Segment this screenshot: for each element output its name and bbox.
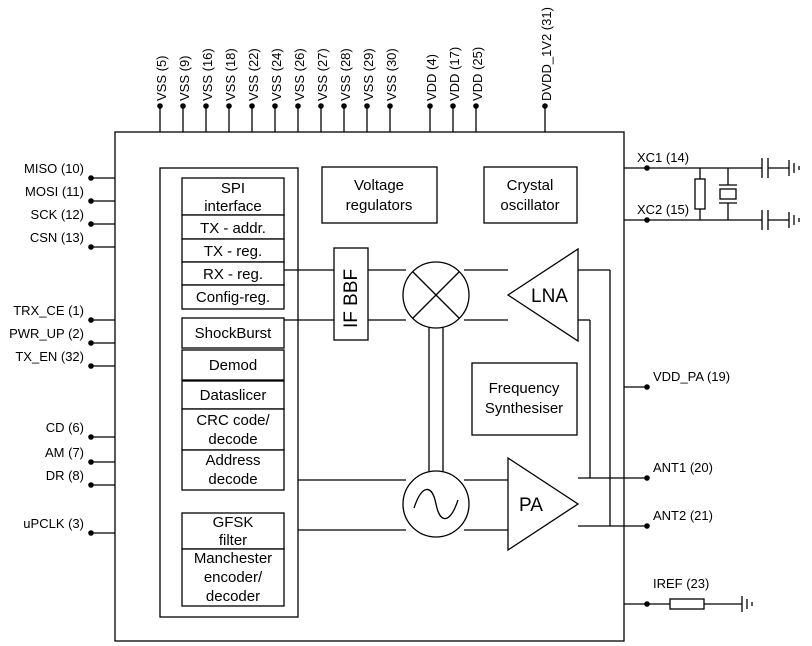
tx-addr-block: TX - addr. (181, 214, 285, 240)
signal-wiring (284, 269, 624, 531)
pin-label-vss-18: VSS (18) (223, 48, 238, 101)
pin-label-vdd-25: VDD (25) (470, 47, 485, 101)
pin-label-vss-9: VSS (9) (177, 55, 192, 101)
pin-label-ant1: ANT1 (20) (653, 460, 713, 475)
pin-label-am: AM (7) (45, 445, 84, 460)
pin-label-vdd-pa: VDD_PA (19) (653, 369, 730, 384)
spi-interface-block: SPI interface (181, 177, 285, 216)
frequency-synthesiser-label-1: Frequency (489, 380, 560, 397)
gfsk-filter-block: GFSK filter (181, 512, 285, 550)
pin-label-dvdd-1v2-31: DVDD_1V2 (31) (539, 7, 554, 101)
rx-reg-block: RX - reg. (181, 261, 285, 286)
shockburst-block: ShockBurst (181, 317, 285, 349)
left-pins (88, 175, 115, 536)
config-reg-block: Config-reg. (181, 284, 285, 310)
crc-label-2: decode (208, 431, 257, 448)
dataslicer-block: Dataslicer (181, 380, 285, 410)
top-pins (157, 103, 548, 132)
pin-label-csn: CSN (13) (30, 230, 84, 245)
manchester-label-1: Manchester (194, 550, 272, 567)
crc-block: CRC code/ decode (181, 408, 285, 451)
pin-label-vss-26: VSS (26) (292, 48, 307, 101)
address-label-1: Address (205, 452, 260, 469)
ground-icon (788, 160, 800, 228)
pin-label-dr: DR (8) (46, 468, 84, 483)
pin-label-ant2: ANT2 (21) (653, 508, 713, 523)
left-pin-labels: MISO (10) MOSI (11) SCK (12) CSN (13) TR… (9, 161, 84, 531)
tx-reg-label: TX - reg. (204, 243, 262, 260)
spi-interface-label-2: interface (204, 198, 262, 215)
pin-label-upclk: uPCLK (3) (23, 516, 84, 531)
dataslicer-label: Dataslicer (200, 387, 267, 404)
pin-label-vss-27: VSS (27) (315, 48, 330, 101)
manchester-block: Manchester encoder/ decoder (181, 548, 285, 607)
tx-reg-block: TX - reg. (181, 238, 285, 263)
top-pin-labels: VSS (5) VSS (9) VSS (16) VSS (18) VSS (2… (154, 7, 554, 101)
pin-label-iref: IREF (23) (653, 576, 709, 591)
iref-resistor (647, 598, 742, 610)
oscillator-icon (402, 470, 470, 538)
lna-block: LNA (506, 247, 579, 343)
pin-label-mosi: MOSI (11) (25, 184, 84, 199)
voltage-regulators-label-1: Voltage (354, 177, 404, 194)
demod-block: Demod (181, 349, 285, 381)
pin-label-vss-28: VSS (28) (338, 48, 353, 101)
ground-icon (741, 596, 753, 612)
shockburst-label: ShockBurst (195, 325, 273, 342)
right-pin-labels: XC1 (14) XC2 (15) VDD_PA (19) ANT1 (20) … (637, 150, 730, 591)
pin-label-xc2: XC2 (15) (637, 202, 689, 217)
manchester-label-2: encoder/ (204, 569, 263, 586)
demod-label: Demod (209, 357, 257, 374)
pin-label-cd: CD (6) (46, 420, 84, 435)
pin-label-vss-30: VSS (30) (384, 48, 399, 101)
pin-label-vss-29: VSS (29) (361, 48, 376, 101)
frequency-synthesiser-block: Frequency Synthesiser (471, 362, 578, 436)
mixer-icon (402, 261, 470, 329)
pin-label-vdd-4: VDD (4) (424, 54, 439, 101)
crystal-oscillator-label-2: oscillator (500, 197, 559, 214)
crystal-external-circuit (647, 158, 789, 230)
pin-label-miso: MISO (10) (24, 161, 84, 176)
gfsk-label-1: GFSK (213, 514, 254, 531)
manchester-label-3: decoder (206, 588, 260, 605)
spi-interface-label-1: SPI (221, 180, 245, 197)
gfsk-label-2: filter (219, 532, 247, 549)
rx-reg-label: RX - reg. (203, 266, 263, 283)
voltage-regulators-label-2: regulators (346, 197, 413, 214)
pin-label-vss-5: VSS (5) (154, 55, 169, 101)
config-reg-label: Config-reg. (196, 289, 270, 306)
if-bbf-label: IF BBF (341, 269, 362, 328)
voltage-regulators-block: Voltage regulators (321, 166, 438, 224)
pa-block: PA (507, 456, 580, 552)
pin-label-trx-ce: TRX_CE (1) (13, 303, 84, 318)
pin-label-vdd-17: VDD (17) (447, 47, 462, 101)
pin-label-tx-en: TX_EN (32) (15, 349, 84, 364)
pin-label-sck: SCK (12) (31, 207, 84, 222)
pin-label-xc1: XC1 (14) (637, 150, 689, 165)
lna-label: LNA (531, 286, 568, 307)
crc-label-1: CRC code/ (196, 412, 270, 429)
if-bbf-block: IF BBF (333, 247, 369, 341)
pin-label-pwr-up: PWR_UP (2) (9, 326, 84, 341)
address-decode-block: Address decode (181, 449, 285, 491)
pin-label-vss-24: VSS (24) (269, 48, 284, 101)
crystal-oscillator-block: Crystal oscillator (483, 166, 578, 224)
pa-label: PA (519, 495, 543, 516)
tx-addr-label: TX - addr. (200, 220, 266, 237)
frequency-synthesiser-label-2: Synthesiser (485, 400, 563, 417)
address-label-2: decode (208, 471, 257, 488)
pin-label-vss-22: VSS (22) (246, 48, 261, 101)
pin-label-vss-16: VSS (16) (200, 48, 215, 101)
crystal-oscillator-label-1: Crystal (507, 177, 554, 194)
right-pins (624, 165, 650, 607)
